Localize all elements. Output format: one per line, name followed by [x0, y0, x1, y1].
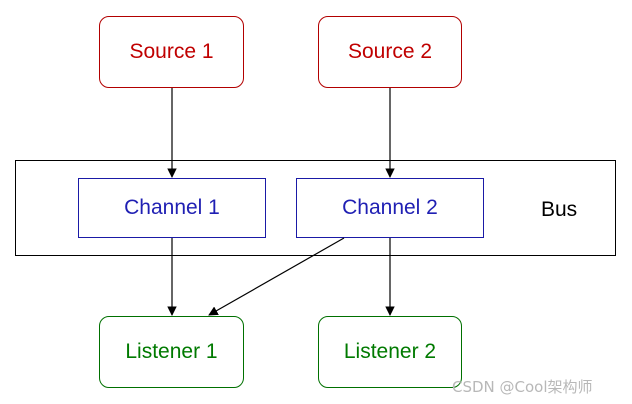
- source-1-label: Source 1: [129, 40, 214, 63]
- watermark-text: CSDN @Cool架构师: [452, 378, 593, 396]
- listener-1-node: Listener 1: [99, 316, 244, 388]
- source-2-node: Source 2: [318, 16, 462, 88]
- channel-1-node: Channel 1: [78, 178, 266, 238]
- source-1-node: Source 1: [99, 16, 244, 88]
- listener-2-node: Listener 2: [318, 316, 462, 388]
- channel-2-label: Channel 2: [342, 196, 438, 219]
- listener-2-label: Listener 2: [343, 340, 437, 363]
- channel-1-label: Channel 1: [124, 196, 220, 219]
- bus-container: [15, 160, 616, 256]
- channel-2-node: Channel 2: [296, 178, 484, 238]
- listener-1-label: Listener 1: [125, 340, 218, 363]
- bus-label: Bus: [541, 198, 578, 221]
- source-2-label: Source 2: [347, 40, 433, 63]
- arrow-channel-2-to-listener-1: [208, 237, 345, 316]
